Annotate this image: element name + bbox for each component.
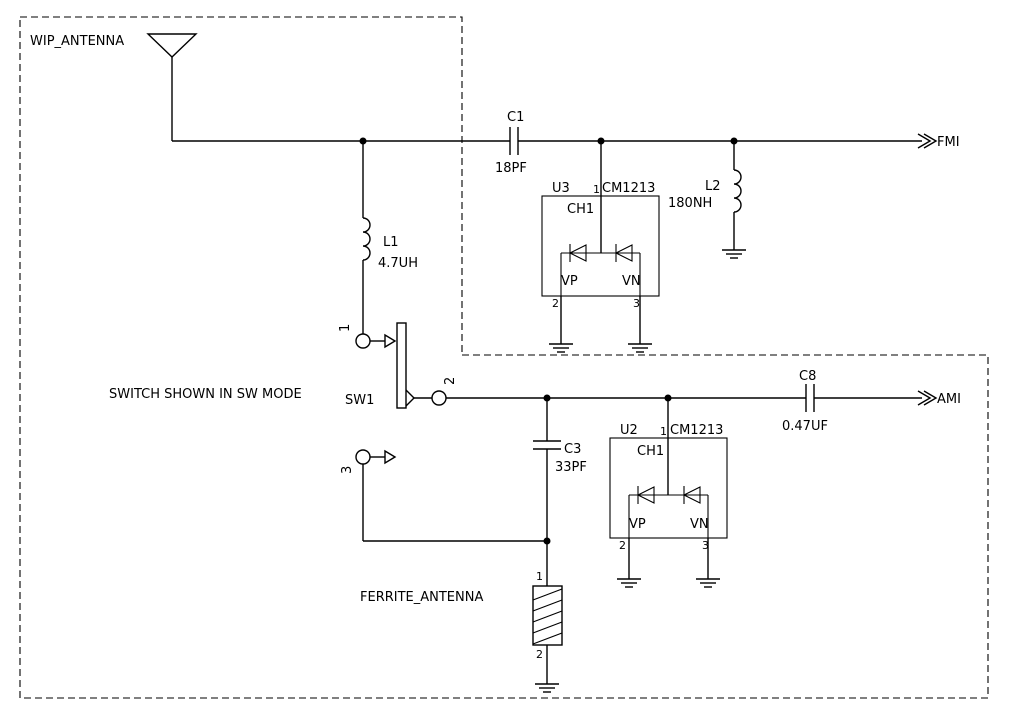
ground-symbol [722,249,746,259]
capacitor-c8 [805,384,815,412]
am-section-boundary [19,17,989,699]
u2-pin3: 3 [702,539,709,552]
ami-port-label: AMI [937,392,961,407]
capacitor-c3 [533,440,561,450]
ground-symbol [696,578,720,588]
u3-pin2: 2 [552,297,559,310]
c3-ref: C3 [564,442,581,457]
u3-diode-pair [560,244,641,296]
u2-channel: CH1 [637,444,664,459]
u3-channel: CH1 [567,202,594,217]
inductor-l1 [362,217,371,261]
sw1-contact-1 [355,333,397,349]
junction-dot [543,537,551,545]
u2-part: CM1213 [670,423,723,438]
u3-vp: VP [561,274,578,289]
ground-symbol [549,343,573,353]
sw1-contact-2 [414,390,447,406]
c1-value: 18PF [495,161,527,176]
ground-symbol [535,683,559,693]
u2-pin2: 2 [619,539,626,552]
fmi-port-label: FMI [937,135,960,150]
ferrite-pin2: 2 [536,648,543,661]
ground-symbol [628,343,652,353]
u3-ref: U3 [552,181,570,196]
ground-symbol [617,578,641,588]
u2-pin1: 1 [660,425,667,438]
sw1-contact-3 [355,449,397,465]
c3-value: 33PF [555,460,587,475]
ferrite-pin1: 1 [536,570,543,583]
fm-section-boundary [20,16,463,355]
ferrite-antenna-coil [532,585,563,646]
l2-value: 180NH [668,196,712,211]
c8-ref: C8 [799,369,816,384]
wip-antenna-label: WIP_ANTENNA [30,34,124,49]
u3-pin3: 3 [633,297,640,310]
u2-ref: U2 [620,423,638,438]
ferrite-antenna-label: FERRITE_ANTENNA [360,590,483,605]
l1-ref: L1 [383,235,399,250]
u3-part: CM1213 [602,181,655,196]
wip-antenna-symbol [146,33,198,141]
fmi-port-arrow [917,133,938,149]
u3-pin1: 1 [593,183,600,196]
sw1-pin1: 1 [338,324,353,332]
inductor-l2 [733,169,742,213]
sw1-slider [396,322,407,409]
c1-ref: C1 [507,110,524,125]
u2-vn: VN [690,517,709,532]
c8-value: 0.47UF [782,419,828,434]
u2-diode-pair [628,486,709,538]
l1-value: 4.7UH [378,256,418,271]
ami-port-arrow [917,390,938,406]
l2-ref: L2 [705,179,721,194]
switch-mode-note: SWITCH SHOWN IN SW MODE [109,387,302,402]
capacitor-c1 [509,127,519,155]
sw1-pin2: 2 [443,377,458,385]
sw1-pin3: 3 [340,466,355,474]
u2-vp: VP [629,517,646,532]
sw1-wiper-arrow [405,389,415,407]
u3-vn: VN [622,274,641,289]
sw1-ref: SW1 [345,393,374,408]
